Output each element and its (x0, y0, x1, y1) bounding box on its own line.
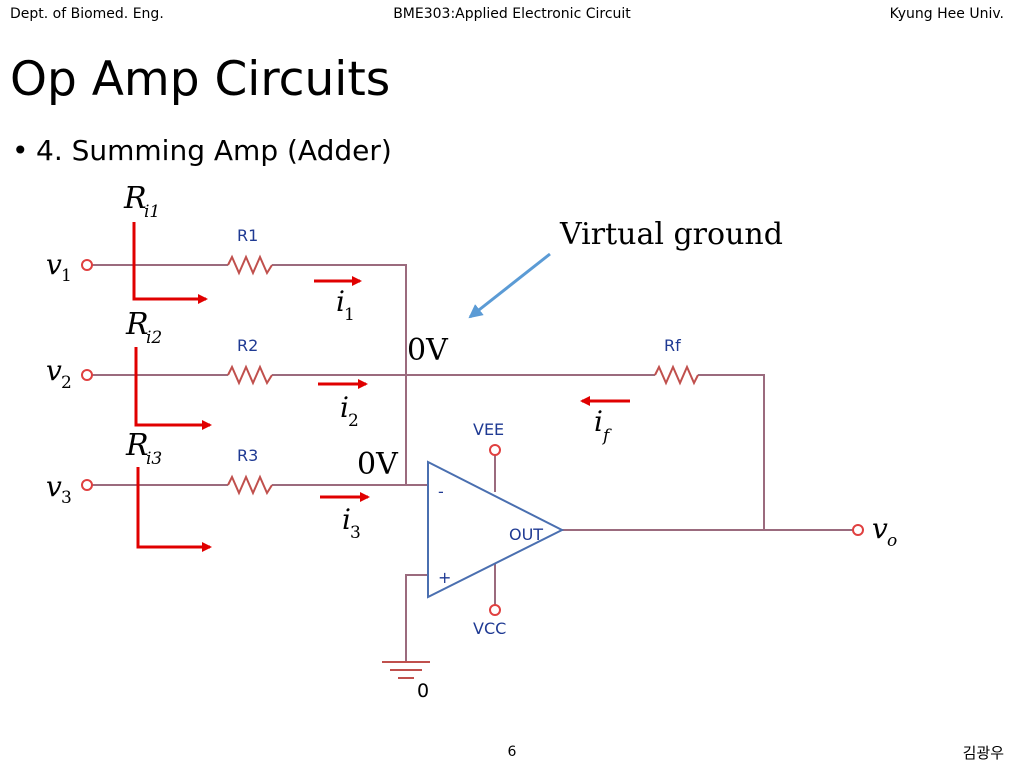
current-label-2: i 2 (340, 391, 359, 431)
svg-text:3: 3 (350, 523, 361, 543)
svg-text:i: i (594, 405, 603, 438)
current-label-3: i 3 (342, 503, 361, 543)
resistor-rf: Rf (654, 336, 699, 386)
bullet-item: •4. Summing Amp (Adder) (12, 133, 392, 169)
input-voltage-label-2: v 2 (46, 354, 72, 393)
input-resistance-label-2: R i2 (125, 307, 162, 348)
slide-title: Op Amp Circuits (10, 52, 391, 107)
header-course: BME303:Applied Electronic Circuit (393, 6, 631, 22)
vee-label: VEE (473, 420, 504, 439)
opamp: - + OUT VEE VCC (427, 420, 565, 638)
r1-label: R1 (237, 226, 258, 245)
author-name: 김광우 (962, 744, 1004, 762)
svg-text:R: R (125, 428, 149, 463)
svg-text:1: 1 (344, 305, 355, 325)
ground-label: 0 (417, 680, 429, 702)
svg-text:i: i (342, 503, 351, 536)
vcc-label: VCC (473, 619, 506, 638)
current-arrows (314, 276, 630, 502)
bullet-text: 4. Summing Amp (Adder) (36, 134, 392, 167)
svg-text:v: v (46, 470, 62, 503)
terminals (81, 259, 864, 616)
svg-text:R: R (123, 181, 147, 216)
input-resistance-arrows (132, 222, 212, 552)
r2-label: R2 (237, 336, 258, 355)
opamp-minus-label: - (438, 482, 444, 501)
virtual-ground-pointer (468, 252, 551, 319)
svg-text:v: v (46, 248, 62, 281)
zero-v-label-top: 0V (407, 333, 449, 368)
resistor-r2: R2 (227, 336, 273, 386)
header-university: Kyung Hee Univ. (889, 6, 1004, 22)
svg-text:v: v (872, 512, 888, 545)
rf-label: Rf (664, 336, 681, 355)
resistor-r3: R3 (227, 446, 273, 496)
input-resistance-label-3: R i3 (125, 428, 162, 469)
page-number: 6 (507, 744, 517, 760)
svg-text:R: R (125, 307, 149, 342)
svg-text:2: 2 (61, 373, 72, 393)
feedback-current-label: i f (594, 405, 612, 446)
header-department: Dept. of Biomed. Eng. (10, 6, 164, 22)
resistor-r1: R1 (227, 226, 273, 276)
current-label-1: i 1 (336, 285, 355, 325)
svg-text:i: i (340, 391, 349, 424)
svg-text:v: v (46, 354, 62, 387)
opamp-out-label: OUT (509, 525, 543, 544)
svg-text:i1: i1 (144, 202, 160, 222)
input-voltage-label-1: v 1 (46, 248, 72, 286)
opamp-plus-label: + (438, 568, 451, 587)
input-resistance-label-1: R i1 (123, 181, 160, 222)
svg-text:i2: i2 (146, 328, 162, 348)
svg-text:3: 3 (61, 488, 72, 508)
virtual-ground-label: Virtual ground (559, 217, 783, 252)
output-voltage-label: v o (872, 512, 897, 551)
zero-v-label-bottom: 0V (357, 447, 399, 482)
svg-text:2: 2 (348, 411, 359, 431)
circuit-wires (92, 264, 854, 662)
svg-text:1: 1 (61, 266, 72, 286)
svg-text:i: i (336, 285, 345, 318)
svg-text:i3: i3 (146, 449, 162, 469)
input-voltage-label-3: v 3 (46, 470, 72, 508)
svg-text:f: f (601, 426, 612, 446)
svg-text:o: o (887, 531, 897, 551)
r3-label: R3 (237, 446, 258, 465)
ground-symbol (382, 661, 430, 679)
bullet-marker: • (12, 134, 29, 167)
